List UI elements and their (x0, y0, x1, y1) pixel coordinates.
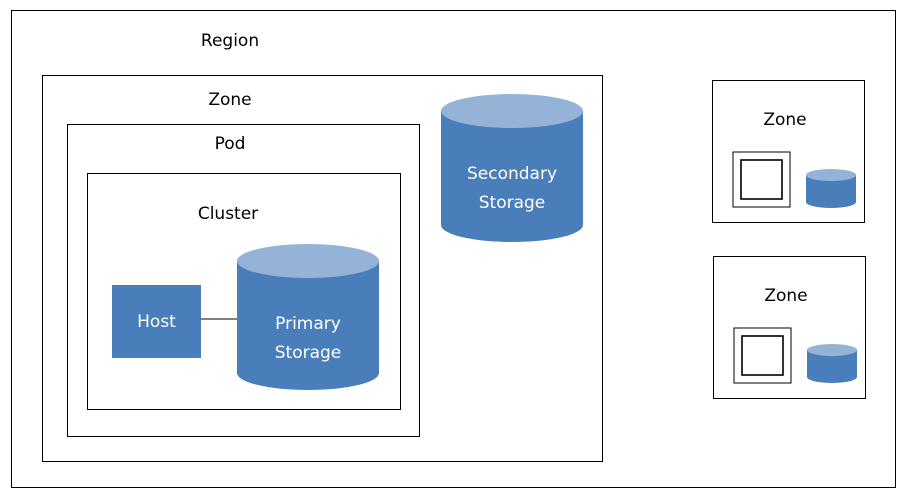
secondary-storage-label-2: Storage (479, 193, 546, 213)
primary-storage-label-1: Primary (275, 314, 341, 334)
side-zone-1-storage-icon (806, 169, 856, 208)
host-label: Host (137, 312, 176, 332)
side-zone-label-2: Zone (764, 286, 808, 306)
host-block (112, 285, 201, 358)
side-zone-1-pod-icon (732, 151, 791, 208)
side-zone-2-storage-icon (807, 344, 857, 383)
side-zone-label-1: Zone (763, 110, 807, 130)
secondary-storage-label-1: Secondary (467, 164, 557, 184)
primary-storage-label-2: Storage (275, 343, 342, 363)
pod-label: Pod (214, 134, 246, 154)
primary-storage-cylinder (237, 244, 379, 390)
cluster-label: Cluster (197, 204, 259, 224)
secondary-storage-cylinder (441, 94, 583, 242)
side-zone-2-pod-icon (733, 327, 792, 384)
region-label: Region (200, 31, 260, 51)
main-zone-label: Zone (208, 90, 252, 110)
